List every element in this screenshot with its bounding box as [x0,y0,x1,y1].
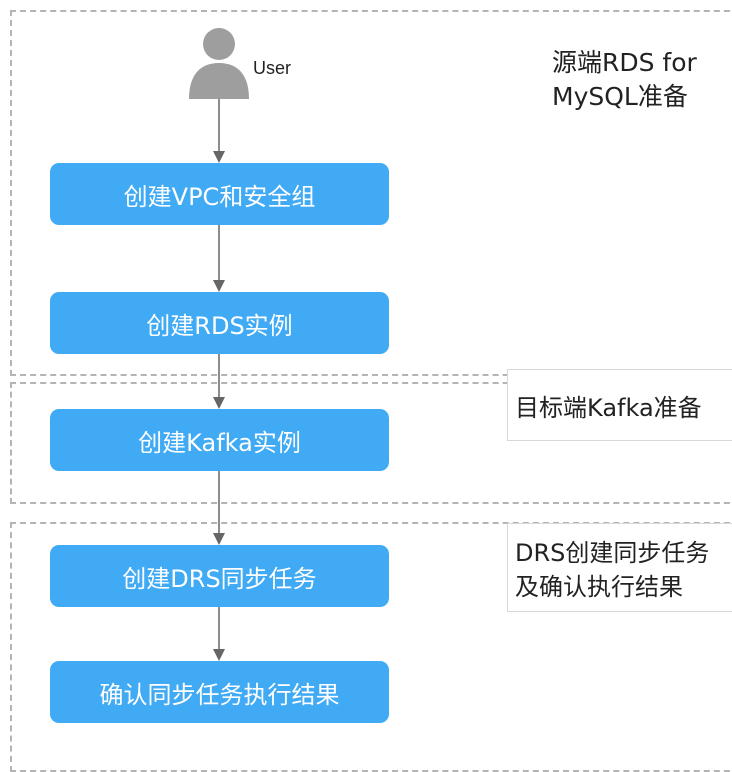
user-icon [189,28,249,99]
step-create-drs-task: 创建DRS同步任务 [50,545,389,607]
step-label: 创建RDS实例 [146,311,293,340]
group-label-source-rds: 源端RDS for MySQL准备 [552,48,697,111]
group-label-target-kafka: 目标端Kafka准备 [515,394,702,422]
group-source-rds-box [10,10,732,376]
step-label: 确认同步任务执行结果 [99,680,340,709]
group-label-drs: DRS创建同步任务 及确认执行结果 [515,539,710,601]
group-label-panel-drs [507,523,732,612]
user-label: User [253,58,292,78]
connector-layer [213,99,225,661]
step-create-rds-instance: 创建RDS实例 [50,292,389,354]
user-icon-layer [189,28,249,99]
step-label: 创建DRS同步任务 [122,564,317,593]
step-create-vpc-security-group: 创建VPC和安全组 [50,163,389,225]
step-label: 创建VPC和安全组 [123,182,316,211]
group-target-kafka-box [10,382,732,504]
step-confirm-sync-result: 确认同步任务执行结果 [50,661,389,723]
step-create-kafka-instance: 创建Kafka实例 [50,409,389,471]
group-label-panel-kafka [507,369,732,441]
step-label: 创建Kafka实例 [138,428,301,457]
